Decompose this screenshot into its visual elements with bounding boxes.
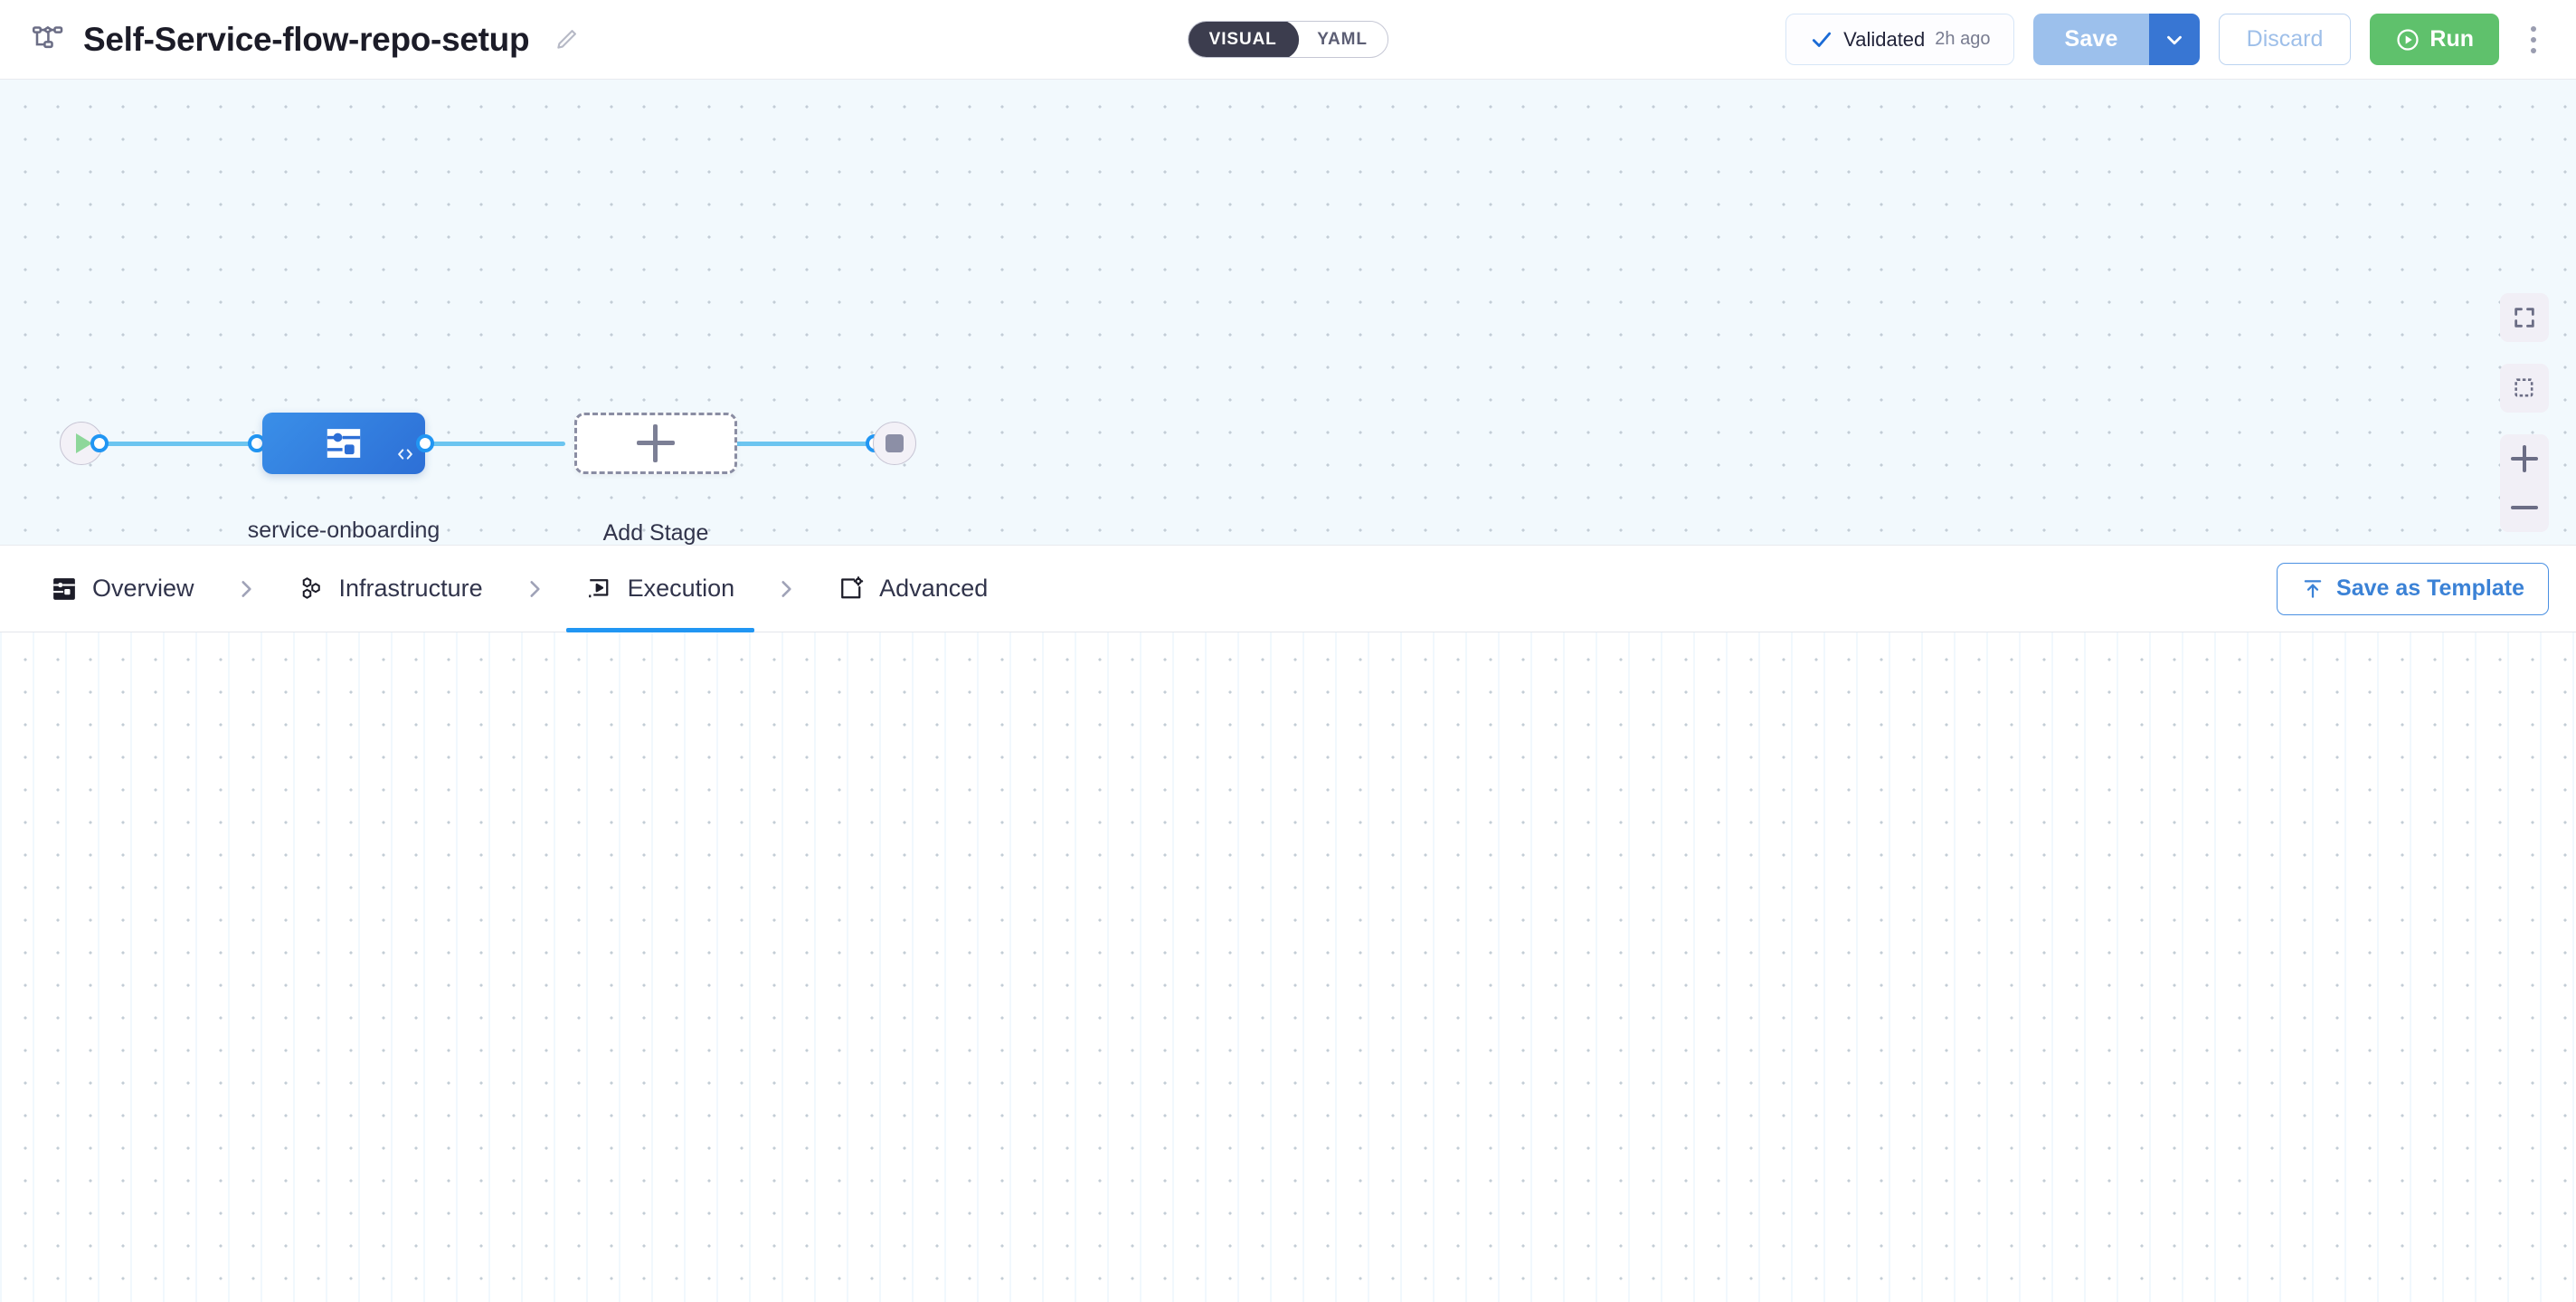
- toggle-yaml[interactable]: YAML: [1297, 22, 1387, 57]
- page-title: Self-Service-flow-repo-setup: [83, 20, 530, 58]
- tab-advanced[interactable]: Advanced: [818, 546, 1008, 632]
- stage-overview-icon: [51, 575, 78, 603]
- app-header: Self-Service-flow-repo-setup VISUAL YAML: [0, 0, 2576, 80]
- tab-infrastructure[interactable]: Infrastructure: [278, 546, 503, 632]
- hexagon-cluster-icon: [298, 575, 325, 603]
- validated-timestamp: 2h ago: [1935, 29, 1991, 49]
- chevron-right-icon: [503, 546, 566, 632]
- execution-play-icon: [586, 575, 613, 603]
- play-circle-icon: [2395, 27, 2420, 52]
- start-output-port[interactable]: [90, 434, 109, 452]
- tab-execution[interactable]: Execution: [565, 546, 755, 632]
- stage-output-port[interactable]: [416, 434, 434, 452]
- play-triangle-icon: [75, 433, 92, 453]
- visual-yaml-segmented: VISUAL YAML: [1188, 21, 1388, 58]
- advanced-gear-icon: [838, 575, 865, 603]
- stage-canvas[interactable]: service-onboarding Add Stage: [0, 80, 2576, 546]
- zoom-out-button[interactable]: [2500, 483, 2549, 532]
- toggle-visual[interactable]: VISUAL: [1189, 22, 1299, 57]
- add-stage-label: Add Stage: [602, 520, 709, 546]
- save-dropdown-button[interactable]: [2148, 14, 2200, 65]
- plus-icon: [637, 424, 675, 462]
- minus-icon: [2511, 494, 2538, 521]
- save-button[interactable]: Save: [2033, 14, 2149, 65]
- zoom-controls: [2500, 434, 2549, 532]
- code-badge: [395, 444, 415, 469]
- check-icon: [1810, 28, 1833, 52]
- step-canvas[interactable]: CookieCutter CreateRepo: [0, 632, 2576, 1302]
- kebab-menu-icon[interactable]: [2518, 14, 2549, 65]
- connector-line: [724, 442, 873, 446]
- validated-label: Validated: [1843, 27, 1926, 51]
- deployment-stage-icon: [318, 418, 369, 469]
- status-badge: Validated 2h ago: [1785, 14, 2015, 65]
- tab-execution-label: Execution: [627, 575, 735, 602]
- plus-icon: [2511, 445, 2538, 472]
- tab-overview[interactable]: Overview: [31, 546, 214, 632]
- pipeline-flow-icon: [29, 21, 67, 59]
- stage-config-tabbar: Overview Infrastructure: [0, 546, 2576, 632]
- save-as-template-label: Save as Template: [2336, 575, 2524, 601]
- stage-node-service-onboarding[interactable]: [262, 413, 425, 474]
- chevron-right-icon: [754, 546, 818, 632]
- add-stage-button[interactable]: [574, 413, 737, 474]
- save-button-group: Save: [2033, 14, 2200, 65]
- connector-line: [412, 442, 565, 446]
- discard-button[interactable]: Discard: [2218, 14, 2352, 65]
- upload-template-icon: [2301, 577, 2325, 601]
- pencil-edit-icon[interactable]: [551, 24, 582, 55]
- tab-overview-label: Overview: [92, 575, 194, 602]
- fit-to-screen-button[interactable]: [2500, 293, 2549, 342]
- canvas-controls: [2500, 293, 2549, 532]
- zoom-in-button[interactable]: [2500, 434, 2549, 483]
- stage-node-label: service-onboarding: [247, 518, 440, 543]
- tab-infrastructure-label: Infrastructure: [338, 575, 483, 602]
- tab-list: Overview Infrastructure: [31, 546, 1008, 632]
- run-button[interactable]: Run: [2370, 14, 2499, 65]
- header-actions: Validated 2h ago Save Discard: [1785, 14, 2549, 65]
- save-as-template-button[interactable]: Save as Template: [2277, 562, 2549, 615]
- connector-line: [98, 442, 270, 446]
- chevron-right-icon: [214, 546, 278, 632]
- pipeline-end-node[interactable]: [873, 422, 916, 465]
- stop-square-icon: [886, 434, 904, 452]
- view-mode-toggle: VISUAL YAML: [1188, 21, 1388, 58]
- run-label: Run: [2429, 26, 2474, 52]
- marquee-select-button[interactable]: [2500, 364, 2549, 413]
- header-left: Self-Service-flow-repo-setup: [29, 21, 582, 59]
- tab-advanced-label: Advanced: [879, 575, 989, 602]
